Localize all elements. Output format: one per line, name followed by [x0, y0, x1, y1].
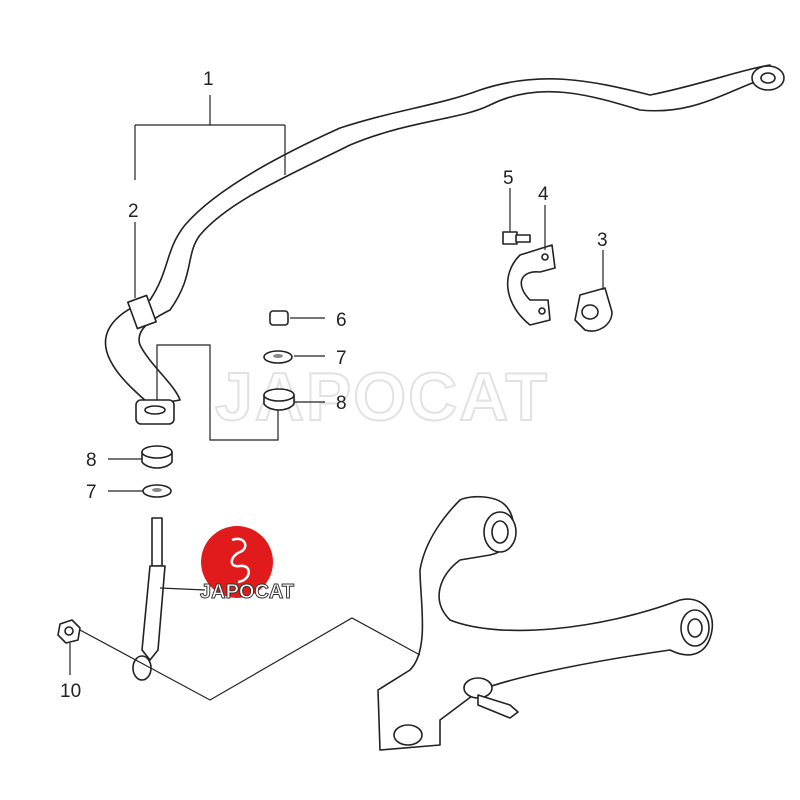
label-7-lower: 7	[86, 482, 97, 503]
washer-part-7-lower	[142, 484, 172, 498]
nut-part-10	[57, 619, 81, 644]
label-8-upper: 8	[336, 393, 347, 414]
stabilizer-bar	[104, 64, 785, 406]
bolt-part-5	[502, 231, 531, 245]
label-2: 2	[128, 201, 139, 222]
bar-end-bushing	[135, 399, 175, 425]
bushing-part-3	[574, 287, 613, 332]
lower-control-arm	[377, 495, 714, 751]
label-7-upper: 7	[336, 348, 347, 369]
stabilizer-link	[132, 517, 166, 681]
nut-part-6	[269, 310, 289, 326]
washer-part-7-upper	[263, 350, 293, 364]
label-5: 5	[503, 168, 514, 189]
svg-text:JAPOCAT: JAPOCAT	[200, 581, 294, 603]
label-1: 1	[203, 69, 214, 90]
label-6: 6	[336, 310, 347, 331]
label-4: 4	[538, 184, 549, 205]
japocat-logo: JAPOCAT	[200, 526, 295, 604]
leader-lines	[69, 95, 604, 701]
label-3: 3	[597, 230, 608, 251]
bushing-part-8-upper	[263, 388, 295, 411]
label-8-lower: 8	[86, 450, 97, 471]
bushing-part-8-lower	[141, 445, 173, 469]
bracket-part-4	[506, 244, 556, 326]
label-10: 10	[60, 681, 81, 702]
